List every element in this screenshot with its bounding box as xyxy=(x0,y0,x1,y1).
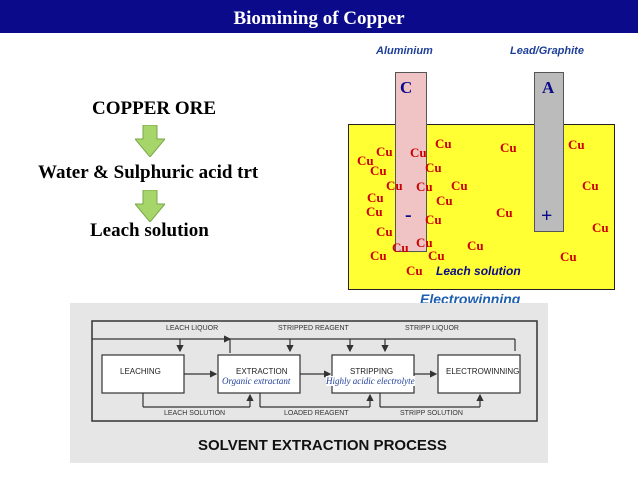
top-flow-label: LEACH LIQUOR xyxy=(166,325,219,332)
cu-ion: Cu xyxy=(376,224,393,239)
anode-letter: A xyxy=(542,78,555,97)
stage-box-label: EXTRACTION xyxy=(236,367,288,376)
anode-material-label: Lead/Graphite xyxy=(510,45,584,57)
stage-box-label: STRIPPING xyxy=(350,367,394,376)
cu-ion: Cu xyxy=(357,153,374,168)
acidic-electrolyte-note: Highly acidic electrolyte xyxy=(326,376,415,386)
cu-ion: Cu xyxy=(376,144,393,159)
cu-ion: Cu xyxy=(436,193,453,208)
top-flow-label: STRIPPED REAGENT xyxy=(278,325,349,332)
title-bar xyxy=(0,0,638,33)
cu-ion: Cu xyxy=(435,136,452,151)
bottom-flow-label: LOADED REAGENT xyxy=(284,410,349,417)
cu-ion: Cu xyxy=(428,248,445,263)
flow-step-acid-treatment: Water & Sulphuric acid trt xyxy=(38,162,259,183)
cathode-material-label: Aluminium xyxy=(376,45,433,57)
cu-ion: Cu xyxy=(370,163,387,178)
cu-ion: Cu xyxy=(406,263,423,278)
stage-box-label: ELECTROWINNING xyxy=(446,367,520,376)
flow-arrow-1 xyxy=(135,125,165,157)
cu-ion: Cu xyxy=(592,220,609,235)
electrolyte-tank xyxy=(348,124,615,290)
cu-ion: Cu xyxy=(410,145,427,160)
solvent-extraction-flow-lines xyxy=(91,320,538,422)
cathode-sign: - xyxy=(405,204,412,226)
page-title: Biomining of Copper xyxy=(233,8,405,29)
cu-ion: Cu xyxy=(366,204,383,219)
cu-ion: Cu xyxy=(425,160,442,175)
stage-box-label: LEACHING xyxy=(120,367,161,376)
cathode-letter: C xyxy=(400,78,413,97)
solvent-extraction-title: SOLVENT EXTRACTION PROCESS xyxy=(198,437,447,454)
cu-ion: Cu xyxy=(416,235,433,250)
cu-ion: Cu xyxy=(500,140,517,155)
bottom-flow-label: STRIPP SOLUTION xyxy=(400,410,463,417)
leach-solution-label: Leach solution xyxy=(436,264,521,278)
cu-ion: Cu xyxy=(425,212,442,227)
bottom-flow-label: LEACH SOLUTION xyxy=(164,410,226,417)
cu-ion: Cu xyxy=(370,248,387,263)
cu-ion: Cu xyxy=(582,178,599,193)
cu-ion: Cu xyxy=(386,178,403,193)
anode-sign: + xyxy=(541,205,553,227)
cathode-electrode xyxy=(395,72,427,252)
cu-ion: Cu xyxy=(451,178,468,193)
cu-ion: Cu xyxy=(367,190,384,205)
cu-ion: Cu xyxy=(496,205,513,220)
organic-extractant-note: Organic extractant xyxy=(222,376,291,386)
cu-ion: Cu xyxy=(560,249,577,264)
cu-ion: Cu xyxy=(392,240,409,255)
flow-step-leach-solution: Leach solution xyxy=(90,220,209,241)
cu-ion: Cu xyxy=(467,238,484,253)
flow-arrow-2 xyxy=(135,190,165,222)
flow-step-copper-ore: COPPER ORE xyxy=(92,98,217,119)
top-flow-label: STRIPP LIQUOR xyxy=(405,325,459,332)
anode-electrode xyxy=(534,72,564,232)
cu-ion: Cu xyxy=(416,179,433,194)
cu-ion: Cu xyxy=(568,137,585,152)
